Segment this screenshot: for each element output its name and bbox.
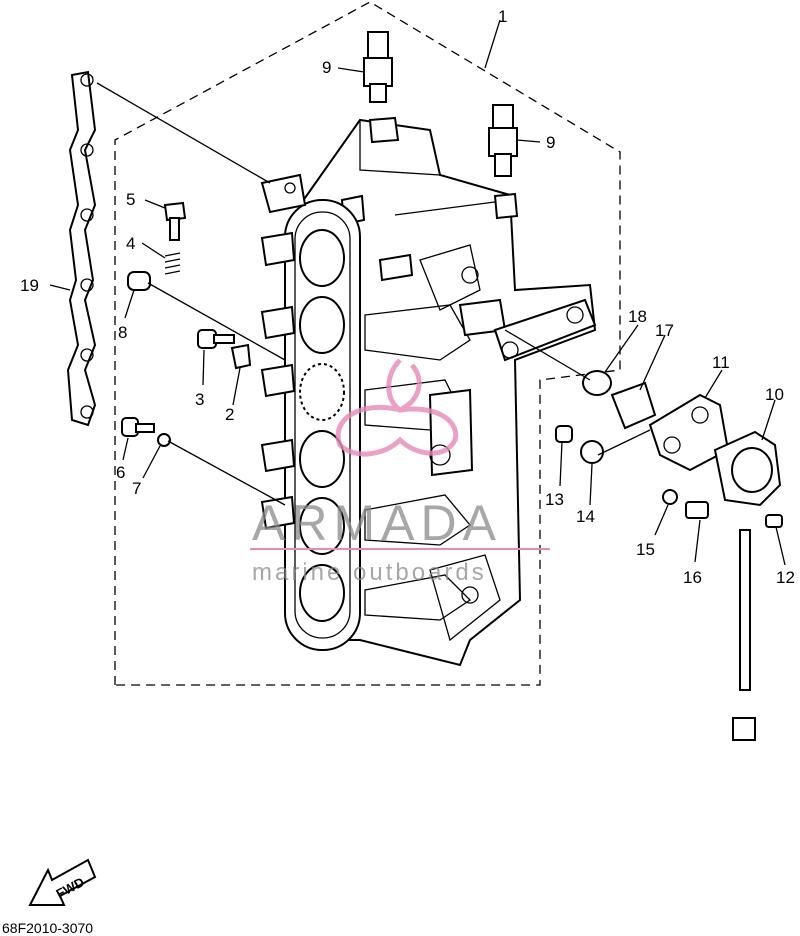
callout-2: 2 <box>225 405 234 424</box>
callout-17: 17 <box>655 321 674 340</box>
callout-19: 19 <box>20 276 39 295</box>
callout-14: 14 <box>576 507 595 526</box>
armada-watermark: ARMADA marine outboards <box>250 358 550 586</box>
small-parts-right <box>555 370 783 741</box>
gasket-19 <box>66 70 97 427</box>
callout-4: 4 <box>126 234 135 253</box>
leader-lines <box>49 19 786 566</box>
callout-18: 18 <box>628 307 647 326</box>
throttle-bore-frame <box>284 199 361 651</box>
callout-12: 12 <box>776 568 795 587</box>
callout-16: 16 <box>683 568 702 587</box>
watermark-brand: ARMADA <box>252 495 502 551</box>
callout-8: 8 <box>118 323 127 342</box>
callout-labels: 1 2 3 4 5 6 7 8 9 9 10 11 12 13 14 15 16… <box>20 7 795 587</box>
mounting-lugs <box>260 173 307 530</box>
callout-10: 10 <box>765 385 784 404</box>
callout-11: 11 <box>712 353 730 372</box>
callout-6: 6 <box>116 463 125 482</box>
callout-3: 3 <box>195 390 204 409</box>
part-code: 68F2010-3070 <box>2 920 93 936</box>
callout-7: 7 <box>132 479 141 498</box>
fwd-arrow: FWD <box>28 858 97 906</box>
assembly-boundary <box>114 1 621 686</box>
callout-15: 15 <box>636 540 655 559</box>
small-parts-left <box>121 201 252 447</box>
callout-13: 13 <box>545 490 564 509</box>
callout-5: 5 <box>126 190 135 209</box>
callout-9-right: 9 <box>546 133 555 152</box>
watermark-logo-mark <box>335 358 459 457</box>
callout-9-top: 9 <box>322 58 331 77</box>
watermark-tagline: marine outboards <box>252 559 487 586</box>
callout-1: 1 <box>498 7 507 26</box>
studs-9 <box>363 31 518 177</box>
